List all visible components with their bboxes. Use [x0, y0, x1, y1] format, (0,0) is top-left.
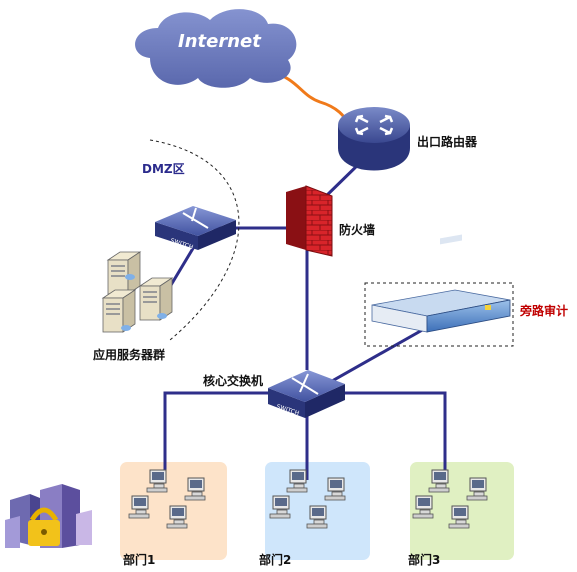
core-switch-icon: SWITCH [268, 370, 345, 418]
servers-label: 应用服务器群 [93, 348, 166, 362]
firewall-label: 防火墙 [339, 223, 376, 237]
dmz-switch-icon: SWITCH [155, 206, 236, 251]
dmz-label: DMZ区 [142, 162, 185, 176]
core-switch-label: 核心交换机 [203, 374, 264, 388]
router-icon [338, 107, 410, 171]
firewall-icon [286, 185, 333, 257]
department-2-label: 部门2 [259, 553, 292, 567]
internet-cloud-icon [135, 9, 297, 88]
department-3-label: 部门3 [408, 553, 441, 567]
audit-dashed-box [364, 282, 514, 347]
buildings-lock-icon [5, 484, 92, 548]
server-cluster-icon [102, 251, 173, 333]
department-1-label: 部门1 [123, 553, 156, 567]
audit-label: 旁路审计 [520, 304, 569, 318]
internet-label: Internet [178, 31, 261, 52]
router-label: 出口路由器 [417, 135, 478, 149]
audit-device-icon [371, 234, 511, 333]
dmz-boundary [149, 139, 240, 341]
